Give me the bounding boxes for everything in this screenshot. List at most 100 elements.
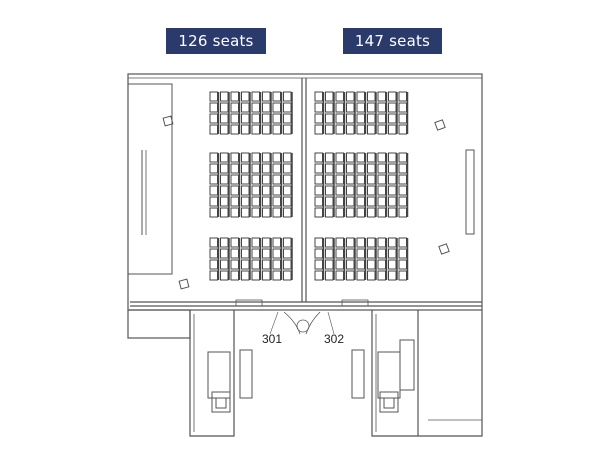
- seat: [377, 248, 386, 259]
- seat: [356, 174, 365, 185]
- seat: [230, 196, 239, 207]
- seat: [241, 207, 250, 218]
- seat: [241, 113, 250, 124]
- seat: [377, 113, 386, 124]
- seat: [241, 124, 250, 135]
- seat: [398, 163, 407, 174]
- seat: [230, 185, 239, 196]
- seat: [388, 248, 397, 259]
- seat: [314, 185, 323, 196]
- seat: [346, 113, 355, 124]
- seat: [367, 259, 376, 270]
- seat: [367, 124, 376, 135]
- seat: [241, 237, 250, 248]
- seat: [209, 113, 218, 124]
- seat: [241, 270, 250, 281]
- seat: [325, 207, 334, 218]
- seat: [220, 259, 229, 270]
- seat: [251, 163, 260, 174]
- seat: [398, 152, 407, 163]
- seat: [356, 196, 365, 207]
- seat: [346, 124, 355, 135]
- seat: [367, 152, 376, 163]
- seat: [283, 163, 292, 174]
- seat: [346, 102, 355, 113]
- seat: [335, 207, 344, 218]
- seat: [272, 259, 281, 270]
- seat: [367, 207, 376, 218]
- seat: [209, 196, 218, 207]
- seat: [230, 259, 239, 270]
- seat: [346, 174, 355, 185]
- seat: [346, 248, 355, 259]
- seat: [377, 270, 386, 281]
- seat: [220, 174, 229, 185]
- seat: [325, 270, 334, 281]
- seat: [241, 185, 250, 196]
- seat: [398, 113, 407, 124]
- seat: [377, 174, 386, 185]
- seat: [220, 163, 229, 174]
- seat: [230, 152, 239, 163]
- room-number-302: 302: [324, 332, 344, 346]
- seat: [209, 185, 218, 196]
- seat: [388, 113, 397, 124]
- seat: [367, 91, 376, 102]
- seat: [251, 91, 260, 102]
- seating-area: [209, 91, 409, 281]
- seat: [209, 259, 218, 270]
- seat: [283, 113, 292, 124]
- seat: [335, 259, 344, 270]
- seat: [325, 163, 334, 174]
- seat: [230, 113, 239, 124]
- seat: [356, 270, 365, 281]
- seat: [220, 185, 229, 196]
- seat: [346, 196, 355, 207]
- seat: [251, 248, 260, 259]
- seat: [398, 237, 407, 248]
- seat: [272, 248, 281, 259]
- seat: [388, 259, 397, 270]
- seat: [356, 163, 365, 174]
- seat: [314, 113, 323, 124]
- seat: [283, 237, 292, 248]
- seat: [283, 124, 292, 135]
- seat: [377, 163, 386, 174]
- seat: [335, 91, 344, 102]
- seat: [346, 237, 355, 248]
- seat: [230, 270, 239, 281]
- seat: [314, 163, 323, 174]
- seat: [335, 152, 344, 163]
- seat: [335, 196, 344, 207]
- seat: [388, 102, 397, 113]
- seat: [398, 248, 407, 259]
- seat: [283, 248, 292, 259]
- seat: [283, 196, 292, 207]
- seat: [241, 152, 250, 163]
- seat: [262, 113, 271, 124]
- seat: [335, 102, 344, 113]
- seat: [356, 259, 365, 270]
- seat: [398, 91, 407, 102]
- seat: [356, 124, 365, 135]
- seat: [209, 207, 218, 218]
- seat: [388, 124, 397, 135]
- seat: [314, 270, 323, 281]
- seat: [325, 124, 334, 135]
- seat: [262, 102, 271, 113]
- seat: [335, 270, 344, 281]
- seat: [325, 196, 334, 207]
- seat: [241, 91, 250, 102]
- seat: [283, 185, 292, 196]
- seat: [367, 248, 376, 259]
- seat: [346, 152, 355, 163]
- seat: [367, 174, 376, 185]
- seat: [356, 185, 365, 196]
- seat: [377, 91, 386, 102]
- seat: [346, 259, 355, 270]
- seat: [398, 259, 407, 270]
- seat: [398, 102, 407, 113]
- seat: [398, 185, 407, 196]
- seat: [325, 102, 334, 113]
